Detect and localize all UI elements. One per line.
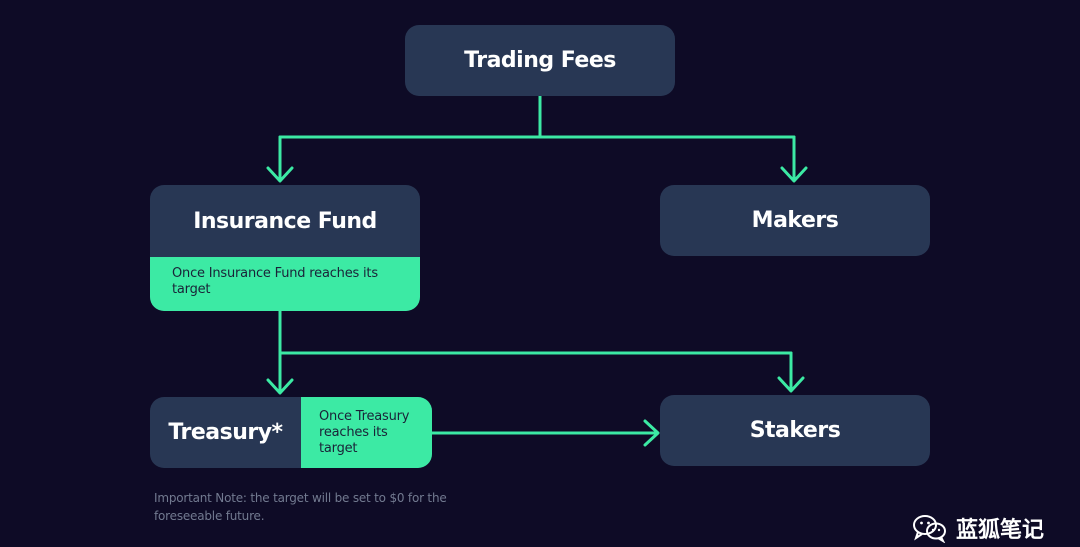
insurance-fund-label: Insurance Fund xyxy=(193,208,377,234)
treasury-header: Treasury* xyxy=(150,397,301,468)
arrowhead-treasury xyxy=(266,378,294,395)
insurance-fund-header: Insurance Fund xyxy=(150,185,420,257)
insurance-fund-node: Insurance Fund Once Insurance Fund reach… xyxy=(150,185,420,311)
stakers-label: Stakers xyxy=(749,418,841,443)
insurance-fund-condition: Once Insurance Fund reaches its target xyxy=(150,257,420,311)
watermark-label: 蓝狐笔记 xyxy=(955,518,1044,543)
makers-label: Makers xyxy=(751,208,839,233)
stakers-node: Stakers xyxy=(660,395,930,466)
arrowhead-stakers-left xyxy=(643,419,660,447)
treasury-node: Treasury* Once Treasury reaches its targ… xyxy=(150,397,432,468)
watermark: 蓝狐笔记 xyxy=(912,512,1044,544)
trading-fees-node: Trading Fees xyxy=(405,25,675,96)
important-note: Important Note: the target will be set t… xyxy=(154,491,447,523)
wechat-icon xyxy=(912,515,946,543)
arrowhead-stakers-top xyxy=(777,376,805,393)
arrowhead-insurance-fund xyxy=(266,166,294,183)
treasury-label: Treasury* xyxy=(168,420,283,445)
arrowhead-makers xyxy=(780,166,808,183)
treasury-condition: Once Treasury reaches its target xyxy=(301,397,432,468)
makers-node: Makers xyxy=(660,185,930,256)
trading-fees-label: Trading Fees xyxy=(464,48,616,73)
